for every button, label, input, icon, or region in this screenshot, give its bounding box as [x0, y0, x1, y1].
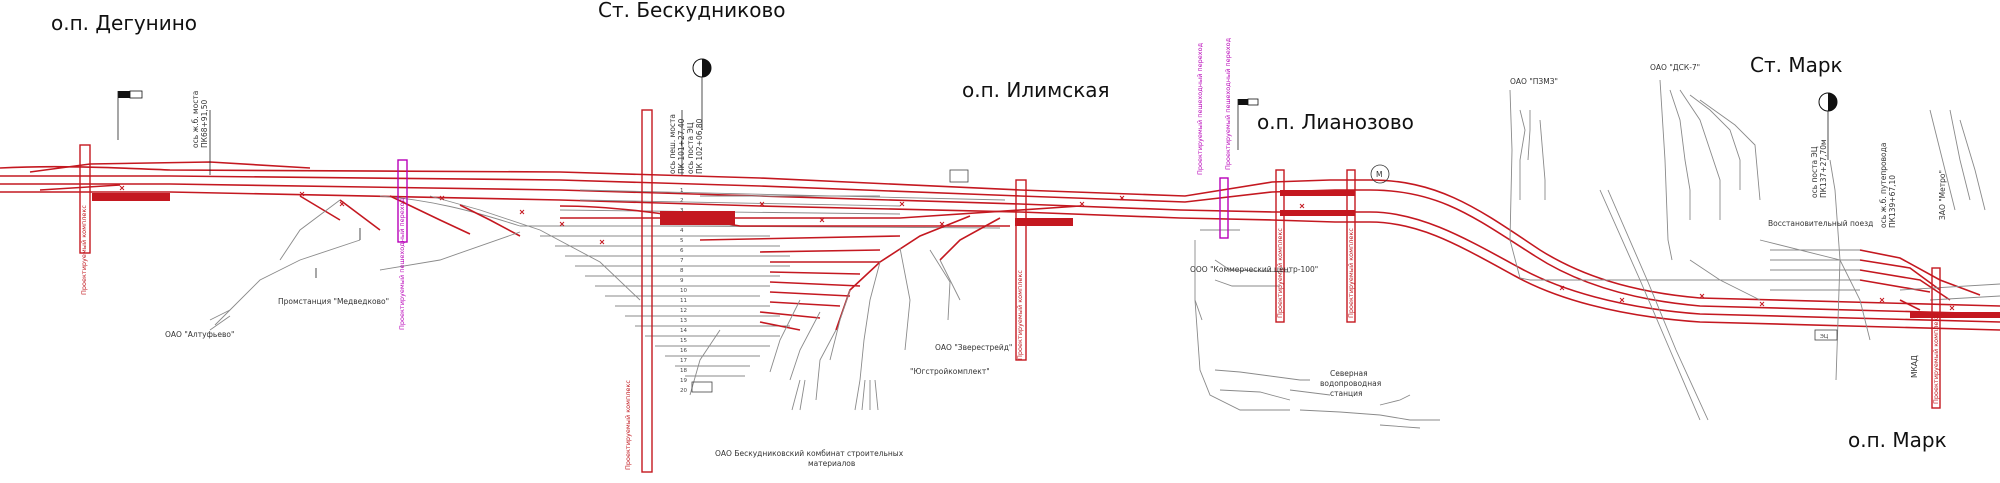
- track-number: 9: [680, 278, 684, 284]
- track-number: 15: [680, 338, 687, 344]
- complex-mark: [1931, 267, 1941, 409]
- ts-box-mark-label: ЭЦ: [1820, 334, 1829, 340]
- zao-metro-label: ЗАО "Метро": [1938, 170, 1947, 220]
- station-title-beskudnikovo: Ст. Бескудниково: [598, 0, 786, 22]
- label-zverestroy: ОАО "Зверестрейд": [935, 343, 1012, 352]
- track-number: 14: [680, 328, 687, 334]
- lianozovo-area: М: [1194, 164, 1440, 429]
- crossing-label-lianozovo: Проектируемый пешеходный переход: [1196, 42, 1204, 175]
- km-label-besk-3: ось поста ЭЦ: [686, 122, 695, 174]
- label-antufevo: ОАО "Алтуфьево": [165, 330, 234, 339]
- track-number: 13: [680, 318, 687, 324]
- switch-marks: [119, 185, 1955, 311]
- vertical-structures: [79, 109, 1941, 473]
- label-medvedkovo: Промстанция "Медведково": [278, 297, 389, 306]
- label-yugstroy: "Югстройкомплект": [910, 367, 990, 376]
- km-label-mark-1: ось поста ЭЦ: [1810, 146, 1819, 198]
- complex-label-beskudnikovo: Проектируемый комплекс: [624, 380, 632, 470]
- platform-degunino: [92, 193, 170, 201]
- platforms: [92, 193, 1073, 226]
- track-number: 20: [680, 388, 687, 394]
- ts-box-besk: [691, 381, 713, 393]
- track-number: 5: [680, 238, 684, 244]
- label-vodoprovod-3: станция: [1330, 389, 1362, 398]
- signal-flag-degunino: [118, 91, 130, 98]
- label-vosstanovitelny: Восстановительный поезд: [1768, 219, 1873, 228]
- track-number: 8: [680, 268, 684, 274]
- track-number: 10: [680, 288, 687, 294]
- mark-area: [1509, 79, 2000, 421]
- complex-label-mark: Проектируемый комплекс: [1932, 314, 1940, 404]
- track-number: 3: [680, 208, 684, 214]
- label-kombinat-2: материалов: [808, 459, 855, 468]
- track-number: 19: [680, 378, 687, 384]
- station-title-ilimskaya: о.п. Илимская: [962, 78, 1110, 102]
- label-vodoprovod-2: водопроводная: [1320, 379, 1381, 388]
- label-vodoprovod-1: Северная: [1330, 369, 1368, 378]
- label-dsk7: ОАО "ДСК-7": [1650, 63, 1700, 72]
- km-label-besk-2: ПК 101+27,40: [677, 118, 686, 174]
- signal-box-ilimskaya: [949, 169, 969, 183]
- track-number: 2: [680, 198, 684, 204]
- platform-lianozovo-2: [1280, 210, 1355, 216]
- metro-symbol-icon: [1370, 164, 1390, 184]
- complex-label-lianozovo-2: Проектируемый комплекс: [1347, 228, 1355, 318]
- label-kombinat-1: ОАО Бескудниковский комбинат строительны…: [715, 449, 904, 458]
- platform-ilimskaya: [1015, 218, 1073, 226]
- km-label-besk-1: ось пеш. моста: [668, 114, 677, 174]
- complex-beskudnikovo: [641, 109, 653, 473]
- km-label-degunino-1: ось ж.б. моста: [191, 91, 200, 148]
- track-number: 7: [680, 258, 684, 264]
- zverestroy-branch: [689, 215, 1001, 411]
- antufevo-branch: [209, 199, 521, 331]
- descriptive-labels: ОАО "Алтуфьево" Промстанция "Медведково"…: [165, 63, 1873, 468]
- label-kommercheskiy: ООО "Коммерческий центр-100": [1190, 265, 1318, 274]
- signal-flag-lianozovo: [1238, 99, 1248, 105]
- station-title-op-mark: о.п. Марк: [1848, 428, 1947, 452]
- track-number: 1: [680, 188, 684, 194]
- station-title-st-mark: Ст. Марк: [1750, 53, 1843, 77]
- track-number: 16: [680, 348, 687, 354]
- label-pzmz: ОАО "ПЗМЗ": [1510, 77, 1558, 86]
- km-label-besk-4: ПК 102+06,80: [695, 118, 704, 174]
- track-number: 17: [680, 358, 687, 364]
- track-number: 6: [680, 248, 684, 254]
- track-number: 11: [680, 298, 687, 304]
- km-label-mark-4: ПК139+67,10: [1888, 175, 1897, 228]
- platform-beskudnikovo: [660, 211, 735, 225]
- metro-symbol-letter: М: [1376, 170, 1382, 179]
- station-title-degunino: о.п. Дегунино: [51, 11, 197, 35]
- track-numbers-besk: 1 2 3 4 5 6 7 8 9 10 11 12 13 14 15 16 1…: [680, 188, 687, 394]
- track-number: 4: [680, 228, 684, 234]
- km-label-mark-3: ось ж.б. путепровода: [1879, 143, 1888, 228]
- complex-lianozovo-2: [1346, 169, 1356, 323]
- km-label-degunino-2: ПК68+91,50: [200, 100, 209, 148]
- crossing-lianozovo: [1219, 177, 1229, 239]
- crossing-label-medvedkovo: Проектируемый пешеходный переход: [398, 197, 406, 330]
- crossing-label-lianozovo-2: Проектируемый пешеходный переход: [1224, 37, 1232, 170]
- complex-label-lianozovo-1: Проектируемый комплекс: [1276, 228, 1284, 318]
- complex-ilimskaya: [1015, 179, 1027, 361]
- crossing-medvedkovo: [397, 159, 408, 243]
- structure-labels: Проектируемый комплекс Проектируемый пеш…: [80, 37, 1940, 470]
- mkad-label: МКАД: [1910, 355, 1919, 378]
- km-posts: ось ж.б. моста ПК68+91,50 ось пеш. моста…: [191, 91, 1947, 378]
- complex-degunino: [79, 144, 91, 254]
- platform-lianozovo-1: [1280, 190, 1355, 196]
- complex-label-ilimskaya: Проектируемый комплекс: [1016, 270, 1024, 360]
- complex-lianozovo-1: [1275, 169, 1285, 323]
- station-title-lianozovo: о.п. Лианозово: [1257, 110, 1414, 134]
- ts-box-mark: [1814, 329, 1838, 341]
- track-number: 12: [680, 308, 687, 314]
- track-number: 18: [680, 368, 687, 374]
- km-label-mark-2: ПК137+27,70м: [1819, 139, 1828, 198]
- complex-label-degunino: Проектируемый комплекс: [80, 205, 88, 295]
- signals: ЭЦ: [117, 58, 1838, 393]
- platform-mark: [1910, 312, 2000, 318]
